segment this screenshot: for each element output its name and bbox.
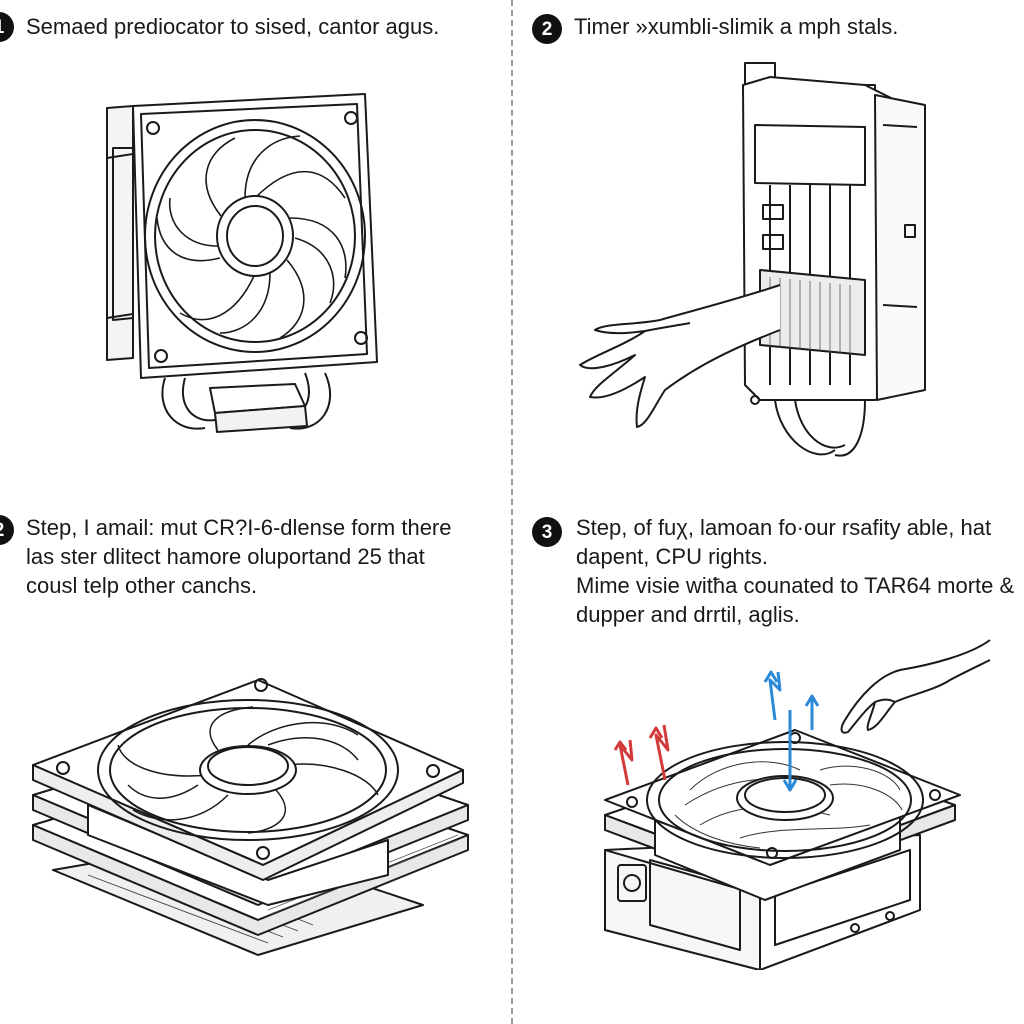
hand-install-icon [565, 55, 965, 475]
panel-divider [511, 0, 513, 1024]
step-4-line-4: dupper and drrtil, aglis. [576, 602, 800, 627]
step-4-badge: 3 [532, 517, 562, 547]
step-4-line-3: Mime visie witħa counated to TAR64 morte… [576, 573, 1015, 598]
step-4-line-1: Step, of fuχ, lamoan fo·our rsafity able… [576, 515, 992, 540]
step-2-badge: 2 [532, 14, 562, 44]
airflow-arrows-icon [590, 610, 1010, 970]
step-3-line-3: cousl telp other canchs. [26, 573, 258, 598]
step-3-line-2: las ster dlitect hamore oluportand 25 th… [26, 544, 425, 569]
step-4-line-2: dapent, CPU rights. [576, 544, 768, 569]
flat-fan-icon [28, 665, 478, 965]
step-3-line-1: Step, I amail: mut CR?I-6-dlense form th… [26, 515, 452, 540]
fan-heatsink-icon [95, 88, 395, 448]
step-3-badge: 2 [0, 515, 14, 545]
step-1-line-1: Semaed prediocator to sised, cantor agus… [26, 14, 440, 39]
step-2-line-1: Timer »xumbli-slimik a mph stals. [574, 14, 899, 39]
step-1-badge: 1 [0, 12, 14, 42]
